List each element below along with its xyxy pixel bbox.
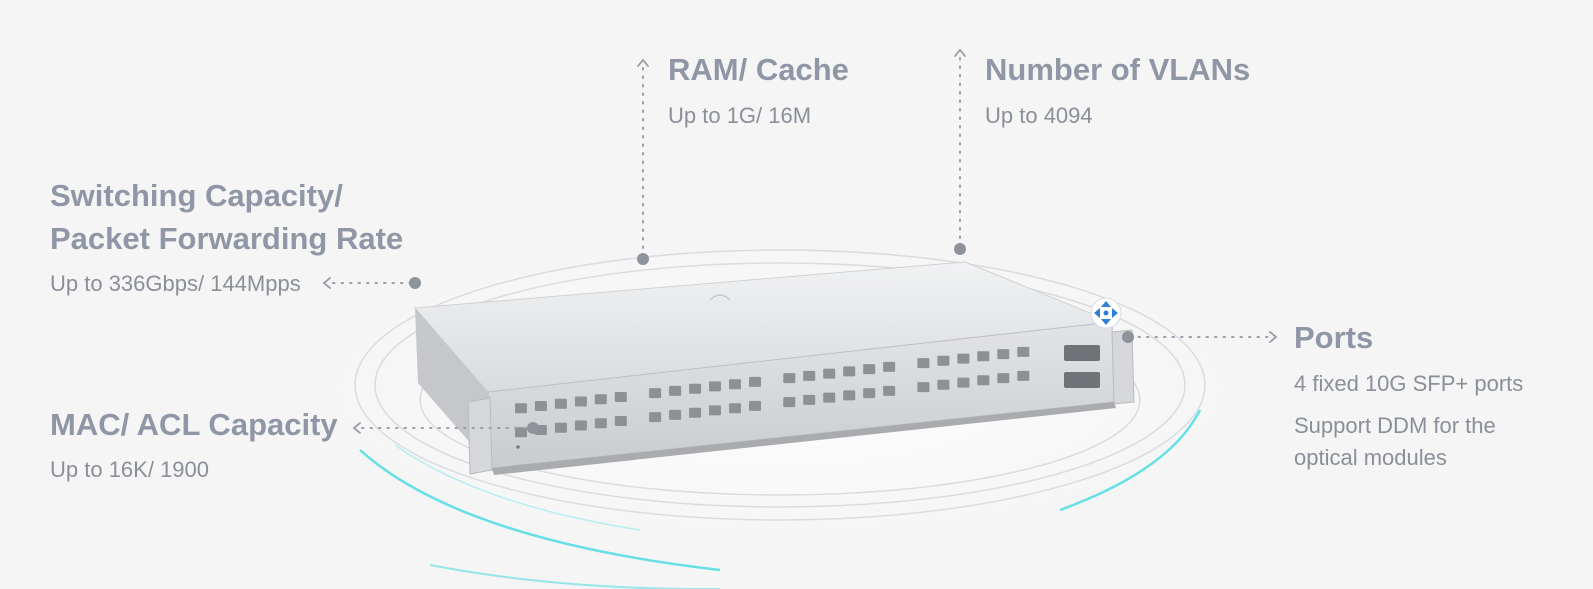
ethernet-port bbox=[515, 403, 527, 414]
ports-line1: 4 fixed 10G SFP+ ports bbox=[1294, 371, 1524, 396]
ethernet-port bbox=[783, 397, 796, 408]
ethernet-port bbox=[843, 390, 856, 401]
ethernet-port bbox=[614, 416, 627, 426]
ethernet-port bbox=[823, 368, 836, 379]
ethernet-port bbox=[614, 392, 627, 402]
callout-lines bbox=[332, 57, 1269, 429]
ethernet-port bbox=[534, 401, 547, 411]
ram-cache-value: Up to 1G/ 16M bbox=[668, 103, 812, 128]
ethernet-port bbox=[957, 353, 970, 364]
cyan-arc-left bbox=[359, 449, 721, 572]
ethernet-port bbox=[729, 403, 741, 414]
ethernet-port bbox=[957, 377, 970, 388]
ethernet-port bbox=[977, 351, 990, 362]
vlans-title: Number of VLANs bbox=[985, 52, 1251, 87]
ethernet-port bbox=[863, 364, 876, 375]
ethernet-port bbox=[803, 394, 816, 405]
port-array bbox=[515, 346, 1030, 438]
ethernet-port bbox=[823, 392, 836, 403]
ethernet-port bbox=[997, 349, 1010, 360]
ports-title: Ports bbox=[1294, 320, 1374, 355]
ethernet-port bbox=[574, 420, 587, 431]
switching-capacity-title-line2: Packet Forwarding Rate bbox=[50, 221, 404, 256]
switching-capacity-value: Up to 336Gbps/ 144Mpps bbox=[50, 271, 301, 296]
ethernet-port bbox=[917, 358, 930, 369]
ports-line2: Support DDM for the bbox=[1294, 413, 1496, 438]
ethernet-port bbox=[689, 383, 702, 394]
mac-acl-title: MAC/ ACL Capacity bbox=[50, 407, 338, 442]
ethernet-port bbox=[669, 409, 682, 420]
ethernet-port bbox=[997, 373, 1010, 384]
move-arrows-icon[interactable] bbox=[1090, 297, 1122, 329]
callout-arrowheads bbox=[322, 48, 1278, 434]
cyan-arc-right bbox=[1059, 409, 1202, 512]
ethernet-port bbox=[883, 385, 896, 396]
sfp-cages bbox=[1064, 345, 1100, 388]
ethernet-port bbox=[669, 385, 682, 396]
ethernet-port bbox=[689, 407, 702, 418]
ethernet-port bbox=[937, 379, 950, 390]
ram-cache-title: RAM/ Cache bbox=[668, 52, 849, 87]
ethernet-port bbox=[863, 388, 876, 399]
cyan-arc-bottom bbox=[429, 564, 720, 589]
ethernet-port bbox=[515, 427, 527, 438]
ports-line3: optical modules bbox=[1294, 445, 1447, 470]
ethernet-port bbox=[594, 394, 607, 405]
ethernet-port bbox=[883, 361, 896, 372]
ethernet-port bbox=[709, 405, 721, 416]
cyan-arc-left-inner bbox=[394, 444, 641, 531]
ethernet-port bbox=[977, 375, 990, 386]
ethernet-port bbox=[917, 382, 930, 393]
ethernet-port bbox=[1017, 370, 1030, 381]
ethernet-port bbox=[594, 418, 607, 429]
ethernet-port bbox=[749, 376, 761, 387]
ethernet-port bbox=[1017, 346, 1030, 357]
ethernet-port bbox=[729, 379, 741, 390]
vlans-value: Up to 4094 bbox=[985, 103, 1093, 128]
ethernet-port bbox=[649, 412, 662, 423]
switching-capacity-title-line1: Switching Capacity/ bbox=[50, 178, 343, 213]
ethernet-port bbox=[709, 381, 721, 392]
ethernet-port bbox=[574, 396, 587, 407]
ethernet-port bbox=[554, 422, 567, 433]
ethernet-port bbox=[749, 400, 761, 411]
ethernet-port bbox=[783, 373, 796, 384]
ethernet-port bbox=[649, 388, 662, 399]
ethernet-port bbox=[937, 355, 950, 366]
callout-dots bbox=[409, 243, 1134, 434]
ethernet-port bbox=[843, 366, 856, 377]
ethernet-port bbox=[554, 398, 567, 409]
mac-acl-value: Up to 16K/ 1900 bbox=[50, 457, 210, 482]
ethernet-port bbox=[803, 370, 816, 381]
